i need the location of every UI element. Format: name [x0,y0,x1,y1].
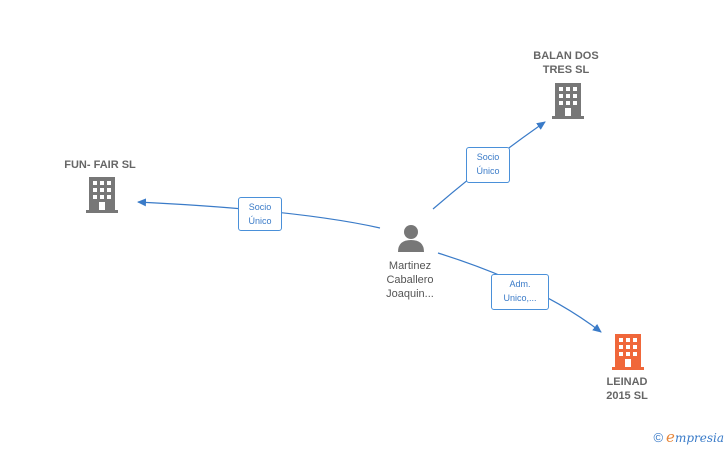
fun-fair-label[interactable]: FUN- FAIR SL [64,159,136,171]
brand-logo[interactable]: empresia [666,428,724,446]
building-icon[interactable] [86,177,118,213]
balan-label[interactable]: BALAN DOS TRES SL [533,50,599,76]
building-icon[interactable] [552,83,584,119]
relation-socio-unico-balan[interactable]: Socio Único [466,147,510,183]
person-icon[interactable] [396,224,426,252]
building-icon[interactable] [612,334,644,370]
footer-brand: © empresia [653,428,724,446]
relation-adm-unico-leinad[interactable]: Adm. Unico,... [491,274,549,310]
leinad-label[interactable]: LEINAD 2015 SL [606,376,648,402]
center-person-label[interactable]: Martinez Caballero Joaquin... [386,260,434,300]
copyright-icon: © [653,429,664,445]
relation-socio-unico-fun-fair[interactable]: Socio Único [238,197,282,231]
